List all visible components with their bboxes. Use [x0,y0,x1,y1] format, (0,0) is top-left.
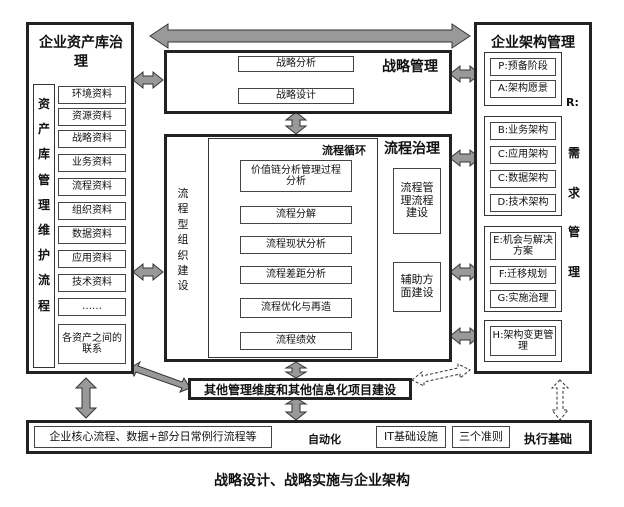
it-infra-box: IT基础设施 [376,426,446,448]
asset-maintenance-box [33,84,55,368]
ea-phase-item: P:预备阶段 [490,58,556,76]
process-side-box: 流程管理流程建设 [393,168,441,234]
asset-item: 技术资料 [58,274,126,292]
process-step: 流程优化与再造 [240,298,352,318]
exec-foundation-label: 执行基础 [524,432,573,446]
ea-phase-item: D:技术架构 [490,194,556,212]
ea-req-label: 需求管理 [567,146,580,279]
ea-phase-item: C:数据架构 [490,170,556,188]
asset-item: 资源资料 [58,108,126,126]
process-cycle-title: 流程循环 [322,144,366,157]
asset-item: 数据资料 [58,226,126,244]
ea-phase-item: C:应用架构 [490,146,556,164]
process-step: 价值链分析管理过程分析 [240,160,352,192]
strategy-title: 战略管理 [382,59,438,75]
automation-label: 自动化 [308,433,341,446]
process-side-box: 辅助方面建设 [393,262,441,312]
process-step: 流程绩效 [240,332,352,350]
process-step: 流程分解 [240,206,352,224]
asset-item: …… [58,298,126,316]
asset-item: 应用资料 [58,250,126,268]
process-step: 流程差距分析 [240,266,352,284]
asset-item: 业务资料 [58,154,126,172]
ea-phase-item: A:架构愿景 [490,80,556,98]
ea-r-label: R: [566,96,579,109]
ea-phase-item: G:实施治理 [490,290,556,308]
three-rules-box: 三个准则 [452,426,510,448]
ea-phase-item: H:架构变更管理 [490,326,556,356]
asset-maintenance-label: 资产库管理维护流程 [37,97,50,313]
ea-title: 企业架构管理 [491,35,575,51]
diagram-caption: 战略设计、战略实施与企业架构 [214,473,410,489]
asset-library-title: 企业资产库治理 [39,35,123,70]
ea-phase-item: B:业务架构 [490,122,556,140]
ea-phase-item: E:机会与解决方案 [490,232,556,260]
core-process-box: 企业核心流程、数据+部分日常例行流程等 [34,426,272,448]
asset-item: 各资产之间的联系 [58,324,126,364]
strategy-item: 战略设计 [238,88,354,104]
asset-item: 流程资料 [58,178,126,196]
other-mgmt-box: 其他管理维度和其他信息化项目建设 [188,378,412,400]
asset-item: 战略资料 [58,130,126,148]
process-gov-title: 流程治理 [384,141,440,157]
asset-item: 环境资料 [58,86,126,104]
strategy-item: 战略分析 [238,56,354,72]
process-org-label: 流程型组织建设 [177,187,189,293]
process-step: 流程现状分析 [240,236,352,254]
asset-item: 组织资料 [58,202,126,220]
ea-phase-item: F:迁移规划 [490,266,556,284]
